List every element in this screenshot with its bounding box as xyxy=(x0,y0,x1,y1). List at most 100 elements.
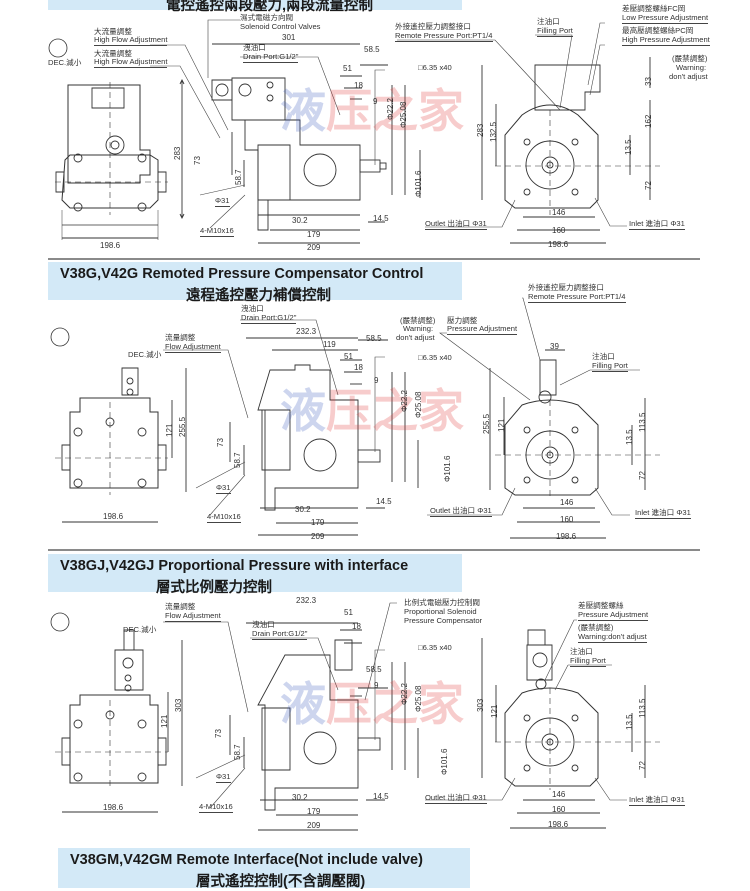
inlet-label: Inlet 進油口 Φ31 xyxy=(629,219,685,230)
s1-front-view xyxy=(48,38,185,240)
s3-side-view xyxy=(229,622,419,831)
dec-label: DEC.減小 xyxy=(48,58,82,67)
dim-209: 209 xyxy=(311,532,325,541)
phi31-label: Φ31 xyxy=(215,196,230,207)
dim-front-121: 121 xyxy=(165,423,174,437)
outlet-label: Outlet 出油口 Φ31 xyxy=(425,219,487,230)
dim-front-303: 303 xyxy=(174,698,183,712)
dim-rear-160: 160 xyxy=(552,805,566,814)
s1-rear-view xyxy=(481,57,660,244)
dim-rear-72: 72 xyxy=(638,471,647,480)
key-spec: □6.35 x40 xyxy=(418,353,452,362)
watermark-3: 液压之家 xyxy=(280,678,464,730)
warning-zh: (嚴禁調整) xyxy=(578,623,614,632)
dim-30-2: 30.2 xyxy=(292,216,308,225)
dim-30-2: 30.2 xyxy=(292,793,308,802)
dim-58-7: 58.7 xyxy=(234,169,243,185)
dim-58-5: 58.5 xyxy=(364,45,380,54)
key-spec: □6.35 x40 xyxy=(418,63,452,72)
dim-301: 301 xyxy=(282,33,296,42)
dim-rear-33: 33 xyxy=(644,77,653,86)
section-1-banner: 電控遙控兩段壓力,兩段流量控制 xyxy=(48,0,462,14)
inlet-label: Inlet 進油口 Φ31 xyxy=(629,795,685,806)
filling-zh: 注油口 xyxy=(537,17,560,26)
filling-en: Filling Port xyxy=(592,361,628,372)
dim-rear-160: 160 xyxy=(560,515,574,524)
s3-front-view xyxy=(50,612,183,813)
remote-en: Remote Pressure Port:PT1/4 xyxy=(395,31,493,42)
pressure-adj-zh: 壓力調整 xyxy=(447,316,478,325)
shaft-d1: Φ22.2 xyxy=(400,683,409,705)
filling-zh: 注油口 xyxy=(592,352,615,361)
filling-zh: 注油口 xyxy=(570,647,593,656)
drain-en: Drain Port:G1/2" xyxy=(241,313,297,324)
s2-rear-view xyxy=(489,349,660,539)
section-4-banner: V38GM,V42GM Remote Interface(Not include… xyxy=(58,848,470,890)
section-2-title-zh: 遠程遙控壓力補償控制 xyxy=(186,288,331,304)
solenoid-en: Solenoid Control Valves xyxy=(240,22,321,31)
section-3-title-en: V38GJ,V42GJ Proportional Pressure with i… xyxy=(60,558,409,574)
high-pressure-zh: 最高壓調整螺絲PC岡 xyxy=(622,26,694,35)
dim-front-121: 121 xyxy=(160,714,169,728)
dim-rear-13-5: 13.5 xyxy=(625,714,634,730)
dim-51: 51 xyxy=(344,608,353,617)
high-pressure-en: High Pressure Adjustment xyxy=(622,35,710,46)
dim-rear-72: 72 xyxy=(638,761,647,770)
solenoid-zh: 濕式電磁方向閥 xyxy=(240,13,294,22)
dim-rear-255-5: 255.5 xyxy=(482,413,491,434)
drain-en: Drain Port:G1/2" xyxy=(243,52,299,63)
dim-rear-146: 146 xyxy=(552,790,566,799)
section-4-title-en: V38GM,V42GM Remote Interface(Not include… xyxy=(70,852,423,868)
warning-en-1: Warning: xyxy=(676,63,707,72)
section-2-banner: V38G,V42G Remoted Pressure Compensator C… xyxy=(48,262,462,304)
dim-58-5: 58.5 xyxy=(366,334,382,343)
drain-zh: 洩油口 xyxy=(243,43,266,52)
dim-58-7: 58.7 xyxy=(233,452,242,468)
dim-51: 51 xyxy=(343,64,352,73)
dim-rear-13-5: 13.5 xyxy=(625,429,634,445)
warning-en-2: don't adjust xyxy=(669,72,708,81)
inlet-label: Inlet 進油口 Φ31 xyxy=(635,508,691,519)
dim-9: 9 xyxy=(374,681,379,690)
dim-rear-13-5: 13.5 xyxy=(624,139,633,155)
warning-en-1: Warning: xyxy=(403,324,434,333)
bolts-label: 4-M10x16 xyxy=(199,802,233,813)
dim-rear-132-5: 132.5 xyxy=(489,121,498,142)
dim-58-5: 58.5 xyxy=(366,665,382,674)
dim-9: 9 xyxy=(374,376,379,385)
high-flow-zh-2: 大流量調整 xyxy=(94,49,132,58)
outlet-label: Outlet 出油口 Φ31 xyxy=(430,506,492,517)
dim-51: 51 xyxy=(344,352,353,361)
shaft-d2: Φ25.08 xyxy=(399,101,408,128)
dim-rear-303: 303 xyxy=(476,698,485,712)
dim-73: 73 xyxy=(216,438,225,447)
dim-39: 39 xyxy=(550,342,559,351)
high-flow-en-1: High Flow Adjustment xyxy=(94,35,168,46)
dim-rear-283: 283 xyxy=(476,123,485,137)
pilot-d: Φ101.6 xyxy=(443,455,452,482)
watermark-1: 液压之家 xyxy=(280,85,464,137)
phi31-label: Φ31 xyxy=(216,772,231,783)
dim-73: 73 xyxy=(214,729,223,738)
warning-en: Warning:don't adjust xyxy=(578,632,647,643)
prop-en-1: Proportional Solenoid xyxy=(404,607,477,616)
warning-zh: (嚴禁調整) xyxy=(672,54,708,63)
warning-zh: (嚴禁調整) xyxy=(400,316,436,325)
dim-119: 119 xyxy=(323,340,336,349)
dim-179: 179 xyxy=(311,518,325,527)
outlet-label: Outlet 出油口 Φ31 xyxy=(425,793,487,804)
section-divider-2 xyxy=(48,549,700,551)
dim-14-5: 14.5 xyxy=(376,497,392,506)
dim-232-3: 232.3 xyxy=(296,327,317,336)
shaft-d2: Φ25.08 xyxy=(414,391,423,418)
drain-zh: 洩油口 xyxy=(252,620,275,629)
dec-label: DEC.減小 xyxy=(123,625,157,634)
dim-209: 209 xyxy=(307,821,321,830)
dim-9: 9 xyxy=(373,97,378,106)
dec-label: DEC.減小 xyxy=(128,350,162,359)
section-3-title-zh: 層式比例壓力控制 xyxy=(156,580,272,596)
dim-rear-113-5: 113.5 xyxy=(638,698,647,718)
remote-zh: 外接遙控壓力調整接口 xyxy=(528,283,604,292)
dim-58-7: 58.7 xyxy=(233,744,242,760)
dim-front-255-5: 255.5 xyxy=(178,416,187,437)
